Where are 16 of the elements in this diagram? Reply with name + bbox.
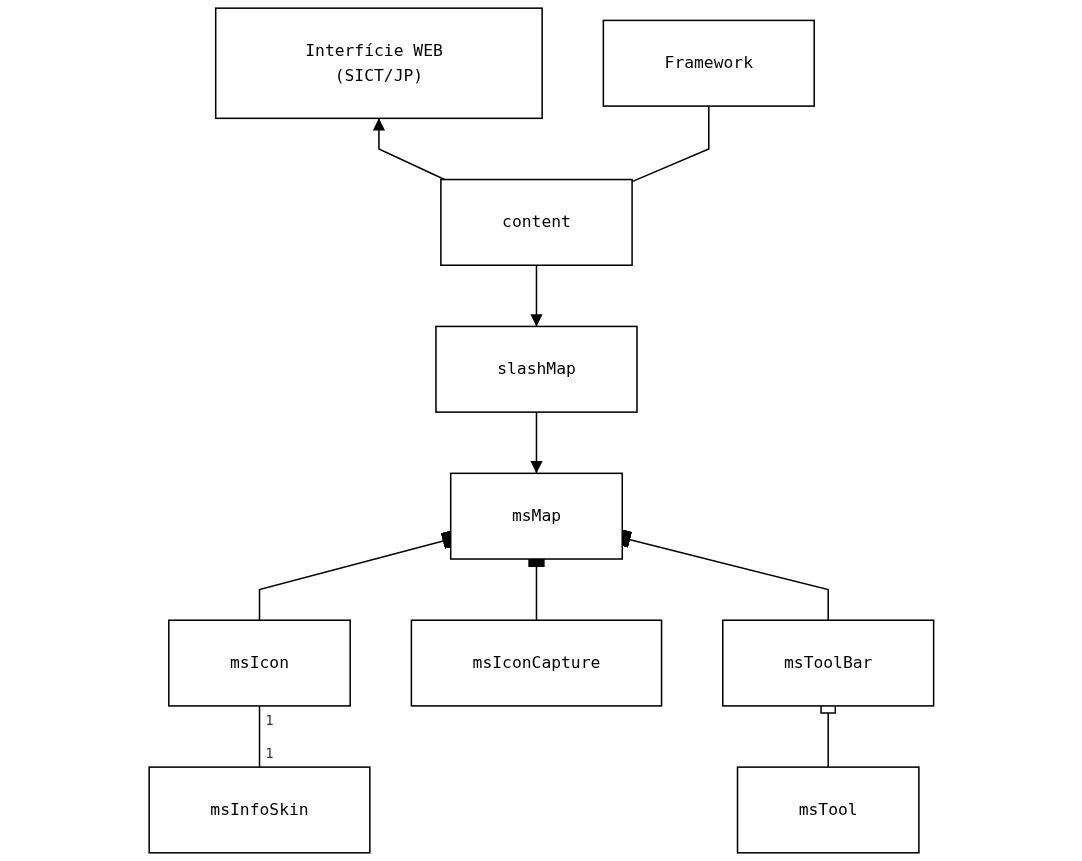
class-box: Framework [602,19,815,107]
connector [372,117,445,181]
class-box: msIconCapture [410,619,662,707]
multiplicity-label: 1 [265,745,274,761]
connector [529,411,543,475]
class-box: msIcon [167,619,351,707]
class-box: msToolBar [721,619,934,707]
multiplicity-label: 1 [265,713,274,729]
class-box: slashMap [434,325,638,413]
connector [258,705,260,768]
class-box: msInfoSkin [148,766,371,854]
connector [529,264,543,328]
class-box: msMap [449,472,623,560]
class-box: msTool [736,766,920,854]
class-box: Interfície WEB (SICT/JP) [214,7,543,120]
class-box: content [439,178,633,266]
